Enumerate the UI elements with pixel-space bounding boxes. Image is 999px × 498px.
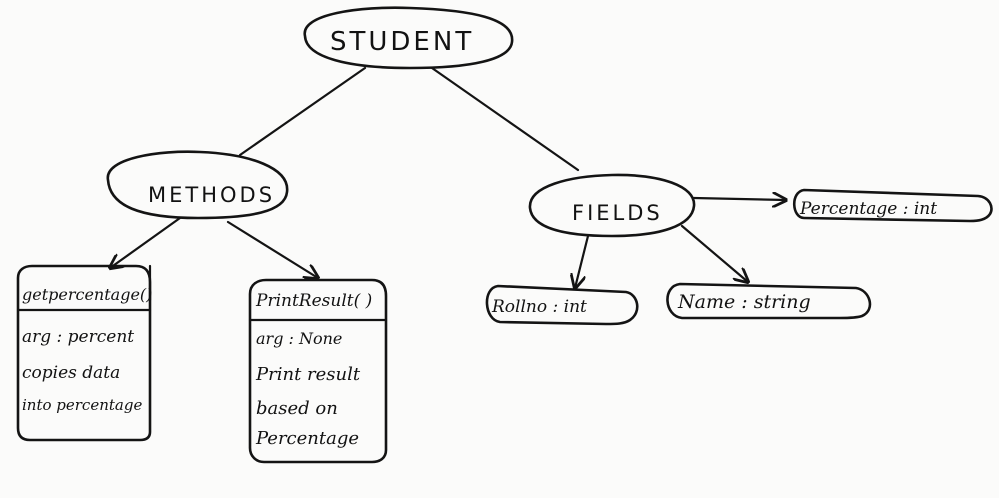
- methods-ellipse: [106, 150, 289, 220]
- method-line: Print result: [255, 364, 361, 385]
- fields-label: FIELDS: [572, 201, 663, 225]
- edge-fields-percentage: [692, 198, 786, 200]
- method-box-border: [16, 264, 152, 442]
- node-student: STUDENT: [303, 6, 514, 70]
- field-name: Name : string: [666, 282, 872, 320]
- method-box-getpercentage: getpercentage() arg : percent copies dat…: [16, 264, 152, 442]
- edge-student-fields: [430, 66, 580, 172]
- method-name: PrintResult( ): [255, 291, 372, 311]
- method-line: arg : None: [256, 329, 342, 348]
- node-methods: METHODS: [106, 150, 289, 220]
- field-label: Rollno : int: [491, 297, 587, 317]
- edge-student-methods: [238, 66, 367, 157]
- method-line: into percentage: [22, 396, 142, 414]
- field-pill: [485, 284, 639, 326]
- node-fields: FIELDS: [528, 173, 696, 238]
- method-box-border: [248, 278, 388, 464]
- student-label: STUDENT: [330, 27, 474, 57]
- field-rollno: Rollno : int: [485, 284, 639, 326]
- method-box-printresult: PrintResult( ) arg : None Print result b…: [248, 278, 388, 464]
- method-name: getpercentage(): [22, 285, 152, 304]
- field-pill: [666, 282, 872, 320]
- fields-ellipse: [528, 173, 696, 238]
- methods-label: METHODS: [148, 183, 275, 207]
- edge-methods-printresult: [226, 220, 318, 278]
- field-label: Percentage : int: [799, 199, 937, 219]
- field-label: Name : string: [677, 291, 811, 313]
- edge-fields-rollno: [575, 234, 590, 288]
- method-line: arg : percent: [22, 327, 134, 347]
- student-ellipse: [303, 6, 514, 70]
- field-pill: [792, 188, 993, 223]
- edge-methods-getpercentage: [110, 216, 182, 268]
- method-line: Percentage: [255, 428, 359, 449]
- field-percentage: Percentage : int: [792, 188, 993, 223]
- method-line: based on: [256, 398, 338, 419]
- method-line: copies data: [22, 363, 120, 383]
- edge-fields-name: [680, 224, 748, 282]
